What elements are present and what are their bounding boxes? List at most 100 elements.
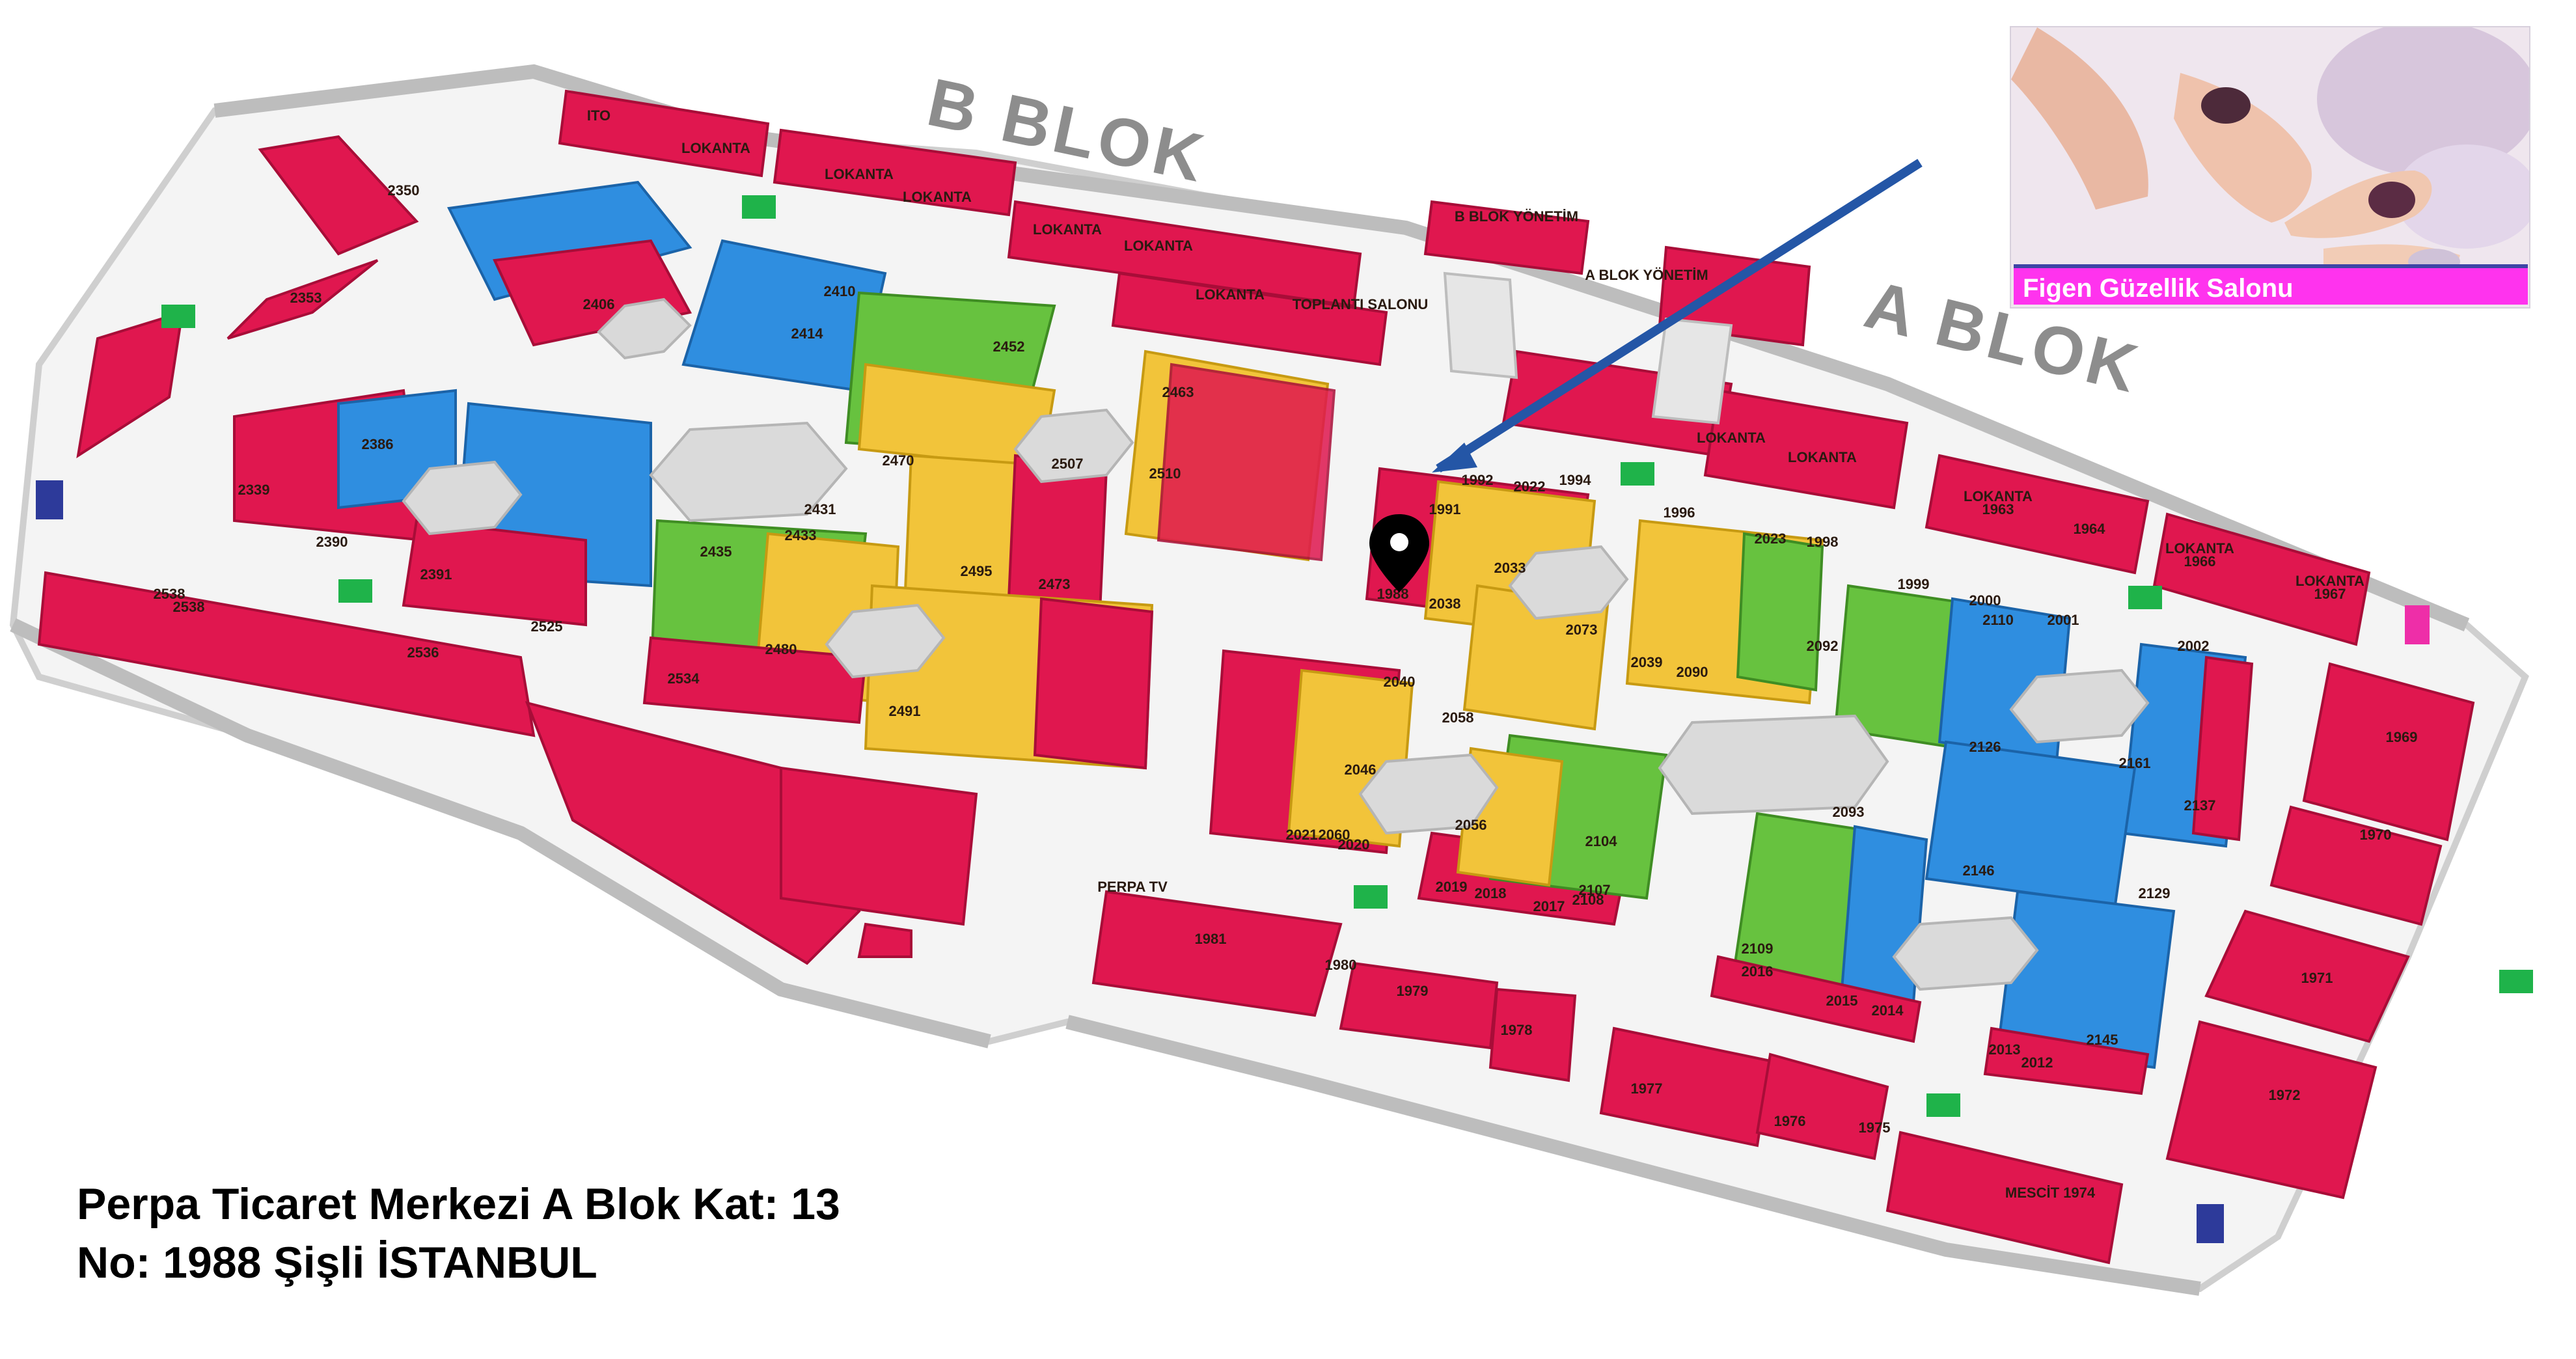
- shop-unit-label[interactable]: LOKANTA: [1697, 430, 1766, 446]
- shop-unit-label[interactable]: 2463: [1162, 384, 1194, 400]
- shop-unit-label[interactable]: 2038: [1429, 596, 1461, 612]
- shop-unit-label[interactable]: 2431: [804, 501, 836, 517]
- shop-unit-label[interactable]: 2414: [791, 325, 824, 342]
- shop-unit-label[interactable]: 1976: [1774, 1113, 1806, 1129]
- shop-unit-label[interactable]: 2110: [1982, 612, 2014, 628]
- shop-unit-label[interactable]: 2019: [1436, 879, 1468, 895]
- shop-unit-label[interactable]: 2021: [1286, 827, 1318, 843]
- shop-unit-label[interactable]: 2023: [1755, 530, 1787, 547]
- shop-unit-label[interactable]: 2016: [1742, 963, 1774, 980]
- shop-unit-label[interactable]: B BLOK YÖNETİM: [1455, 208, 1578, 225]
- shop-unit-label[interactable]: 2470: [883, 452, 914, 469]
- shop-unit-label[interactable]: 2495: [961, 563, 993, 579]
- shop-unit-label[interactable]: 2433: [785, 527, 817, 543]
- shop-unit-label[interactable]: 2161: [2119, 755, 2151, 771]
- shop-unit-label[interactable]: 2090: [1677, 664, 1708, 680]
- shop-unit-label[interactable]: 1988: [1377, 586, 1409, 602]
- shop-unit-label[interactable]: 2410: [824, 283, 856, 299]
- shop-unit-label[interactable]: 2536: [407, 644, 439, 661]
- shop-unit-label[interactable]: 1999: [1898, 576, 1930, 592]
- shop-unit-label[interactable]: 2093: [1833, 804, 1865, 820]
- shop-unit-label[interactable]: 2480: [765, 641, 797, 657]
- shop-unit-label[interactable]: 2390: [316, 534, 348, 550]
- shop-unit-label[interactable]: LOKANTA: [1788, 449, 1857, 465]
- shop-unit-label[interactable]: 2386: [362, 436, 394, 452]
- shop-unit-label[interactable]: 1979: [1397, 983, 1429, 999]
- shop-unit-label[interactable]: 1975: [1859, 1119, 1891, 1136]
- shop-unit-label[interactable]: 2108: [1572, 892, 1604, 908]
- shop-unit-label[interactable]: 2039: [1631, 654, 1663, 670]
- shop-unit-label[interactable]: 1977: [1631, 1080, 1663, 1097]
- shop-unit-label[interactable]: 1978: [1501, 1022, 1533, 1038]
- shop-unit-label[interactable]: LOKANTA: [825, 166, 894, 182]
- shop-unit-label[interactable]: LOKANTA: [1964, 488, 2033, 504]
- shop-unit-label[interactable]: 2145: [2087, 1032, 2118, 1048]
- shop-unit-label[interactable]: 2491: [889, 703, 921, 719]
- shop-unit-label[interactable]: 2146: [1963, 862, 1995, 879]
- shop-unit-label[interactable]: 2534: [668, 670, 700, 687]
- shop-unit-label[interactable]: 1994: [1559, 472, 1592, 488]
- shop-unit-label[interactable]: 1972: [2269, 1087, 2301, 1103]
- shop-unit-label[interactable]: 2002: [2178, 638, 2210, 654]
- shop-unit-label[interactable]: LOKANTA: [903, 189, 972, 205]
- shop-unit-label[interactable]: 2473: [1039, 576, 1071, 592]
- shop-unit-label[interactable]: 1970: [2360, 827, 2392, 843]
- shop-unit-label[interactable]: 1971: [2301, 970, 2333, 986]
- shop-unit-label[interactable]: 2013: [1989, 1041, 2021, 1058]
- shop-unit-label[interactable]: 2020: [1338, 836, 1370, 853]
- shop-unit-label[interactable]: 2452: [993, 338, 1025, 355]
- shop-unit-label[interactable]: LOKANTA: [2165, 540, 2234, 556]
- shop-unit-label[interactable]: 1980: [1325, 957, 1357, 973]
- shop-unit-label[interactable]: ITO: [587, 107, 610, 124]
- shop-unit-label[interactable]: 2109: [1742, 940, 1774, 957]
- shop-unit-label[interactable]: TOPLANTI SALONU: [1293, 296, 1429, 312]
- shop-unit-label[interactable]: 2017: [1533, 898, 1565, 914]
- shop-unit-label[interactable]: 2129: [2139, 885, 2171, 901]
- shop-unit-label[interactable]: 2001: [2048, 612, 2079, 628]
- shop-unit-label[interactable]: 2092: [1807, 638, 1839, 654]
- shop-unit-label[interactable]: 2339: [238, 482, 270, 498]
- shop-unit-label[interactable]: 2507: [1052, 456, 1084, 472]
- shop-unit-label[interactable]: 1969: [2386, 729, 2418, 745]
- shop-unit-label[interactable]: LOKANTA: [1033, 221, 1102, 238]
- shop-unit-label[interactable]: 2510: [1149, 465, 1181, 482]
- shop-unit-label[interactable]: 1996: [1664, 504, 1695, 521]
- shop-unit-label[interactable]: 2058: [1442, 709, 1474, 726]
- shop-unit-label[interactable]: 2525: [531, 618, 563, 635]
- shop-unit-label[interactable]: 1964: [2074, 521, 2106, 537]
- shop-unit-label[interactable]: MESCİT 1974: [2005, 1185, 2096, 1201]
- shop-unit-label[interactable]: 2022: [1514, 478, 1546, 495]
- shop-unit-label[interactable]: 2391: [420, 566, 452, 583]
- shop-unit-label[interactable]: 2033: [1494, 560, 1526, 576]
- shop-unit-label[interactable]: 2104: [1585, 833, 1618, 849]
- shop-unit-label[interactable]: 1963: [1982, 501, 2014, 517]
- shop-unit-label[interactable]: 1998: [1807, 534, 1839, 550]
- shop-unit-label[interactable]: 1981: [1195, 931, 1227, 947]
- shop-unit-label[interactable]: 2040: [1384, 674, 1416, 690]
- shop-unit-label[interactable]: 1991: [1429, 501, 1461, 517]
- shop-unit-label[interactable]: 2014: [1872, 1002, 1904, 1019]
- shop-unit-label[interactable]: 2538: [154, 586, 185, 602]
- shop-unit-label[interactable]: 2350: [388, 182, 420, 199]
- shop-unit-label[interactable]: 2107: [1579, 882, 1611, 898]
- shop-unit-label[interactable]: A BLOK YÖNETİM: [1585, 267, 1708, 283]
- shop-unit-label[interactable]: 1992: [1462, 472, 1494, 488]
- shop-unit-label[interactable]: 2015: [1826, 993, 1858, 1009]
- shop-unit-label[interactable]: 1966: [2184, 553, 2216, 570]
- shop-unit-label[interactable]: 2406: [583, 296, 615, 312]
- shop-unit-label[interactable]: 2073: [1566, 622, 1598, 638]
- shop-unit-label[interactable]: LOKANTA: [2295, 573, 2364, 589]
- shop-unit-label[interactable]: 2000: [1969, 592, 2001, 609]
- shop-unit-label[interactable]: PERPA TV: [1097, 879, 1168, 895]
- shop-unit-label[interactable]: 2353: [290, 290, 322, 306]
- shop-unit-label[interactable]: LOKANTA: [681, 140, 750, 156]
- shop-unit-label[interactable]: 2046: [1345, 762, 1377, 778]
- shop-unit-label[interactable]: 2018: [1475, 885, 1507, 901]
- shop-unit-label[interactable]: 2126: [1969, 739, 2001, 755]
- shop-unit-label[interactable]: LOKANTA: [1196, 286, 1265, 303]
- shop-unit-label[interactable]: 2012: [2021, 1054, 2053, 1071]
- shop-unit-label[interactable]: 2137: [2184, 797, 2216, 814]
- shop-unit-label[interactable]: 2435: [700, 543, 732, 560]
- shop-unit-label[interactable]: 1967: [2314, 586, 2346, 602]
- location-marker-icon[interactable]: [1369, 514, 1429, 592]
